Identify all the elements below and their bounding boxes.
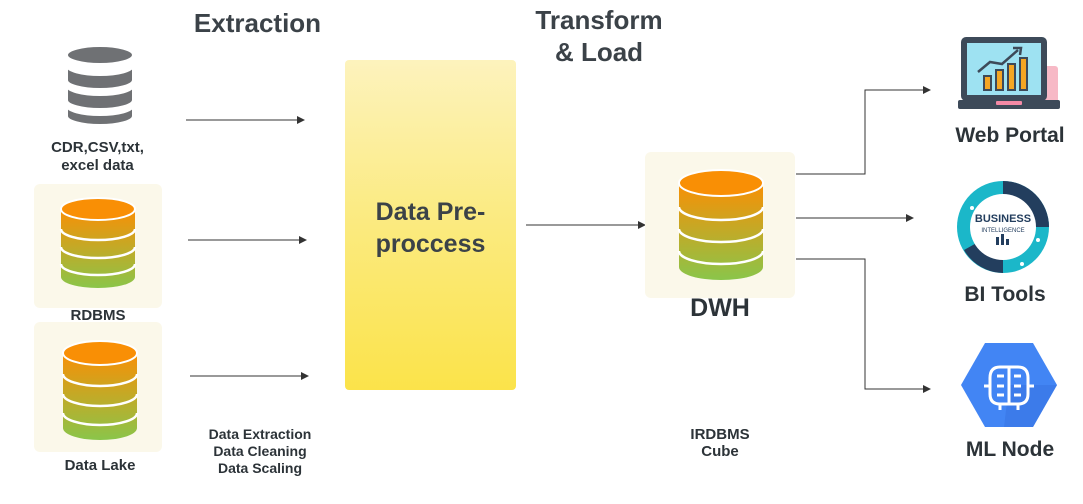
arrow-to-web-portal [796, 86, 931, 175]
ml-node-label: ML Node [965, 438, 1055, 461]
data-preprocess-label: Data Pre- proccess [375, 198, 486, 258]
dwh-note: IRDBMS Cube [690, 426, 750, 460]
business-intelligence-icon: BUSINESS INTELLIGENCE [957, 181, 1049, 273]
bi-icon-text-2: INTELLIGENCE [981, 228, 1024, 234]
dwh-label: DWH [690, 294, 750, 322]
brain-hexagon-icon [961, 343, 1057, 427]
gray-database-icon [66, 45, 134, 126]
transform-load-title: Transform & Load [535, 5, 663, 67]
web-portal-label: Web Portal [955, 124, 1065, 147]
bi-icon-text-1: BUSINESS [975, 213, 1031, 225]
preprocess-steps-note: Data Extraction Data Cleaning Data Scali… [208, 426, 312, 476]
source-label-cdr: CDR,CSV,txt, excel data [51, 139, 144, 174]
source-label-data-lake: Data Lake [64, 457, 136, 474]
data-lake-database-icon [61, 340, 139, 440]
arrow-to-ml-node [796, 258, 931, 393]
dwh-database-icon [677, 169, 765, 280]
data-preprocess-box: Data Pre- proccess [345, 60, 516, 390]
laptop-chart-icon [958, 37, 1060, 109]
rdbms-database-icon [59, 197, 137, 288]
extraction-title: Extraction [193, 8, 322, 38]
bi-tools-label: BI Tools [964, 283, 1046, 306]
source-label-rdbms: RDBMS [70, 307, 126, 324]
